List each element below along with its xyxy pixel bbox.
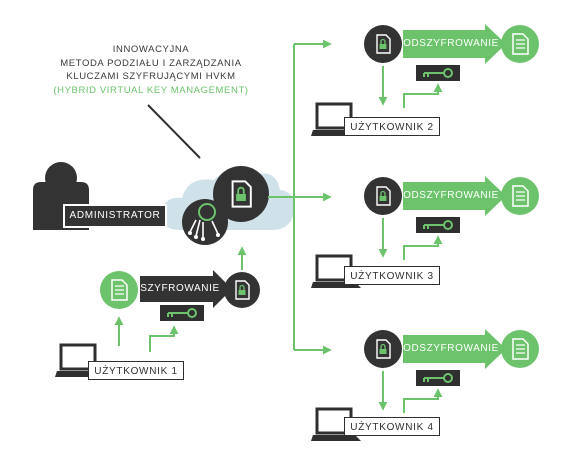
- encrypt-label: SZYFROWANIE: [140, 283, 220, 294]
- recipient-group-3: [309, 176, 539, 290]
- caption-line-3: KLUCZAMI SZYFRUJĄCYMI HVKM: [66, 71, 236, 82]
- diagram-caption: INNOWACYJNA METODA PODZIAŁU I ZARZĄDZANI…: [40, 43, 262, 97]
- cloud-lock-document: [213, 166, 269, 222]
- user-1-label: UŻYTKOWNIK 1: [88, 361, 184, 380]
- key-icon: [415, 216, 461, 234]
- key-ring-icon: [182, 199, 228, 245]
- arrow-user1-to-key: [149, 325, 179, 352]
- user-4-label: UŻYTKOWNIK 4: [344, 417, 440, 436]
- decrypt-label-2: ODSZYFROWANIE: [403, 38, 499, 49]
- sender-group: [53, 246, 260, 379]
- administrator-label: ADMINISTRATOR: [63, 204, 167, 228]
- caption-pointer-line: [147, 104, 201, 159]
- key-icon: [159, 304, 205, 322]
- decrypt-label-3: ODSZYFROWANIE: [403, 190, 499, 201]
- decrypt-label-4: ODSZYFROWANIE: [403, 343, 499, 354]
- user-2-label: UŻYTKOWNIK 2: [344, 117, 440, 136]
- decrypt-banner-arrow: [403, 176, 506, 216]
- user-3-label: UŻYTKOWNIK 3: [344, 266, 440, 285]
- key-icon: [415, 64, 461, 82]
- recipient-group-4: [309, 329, 539, 443]
- caption-line-2: METODA PODZIAŁU I ZARZĄDZANIA: [60, 57, 242, 69]
- decrypt-banner-arrow: [403, 329, 506, 369]
- caption-line-4: (HYBRID VIRTUAL KEY MANAGEMENT): [53, 84, 249, 96]
- decrypt-banner-arrow: [403, 24, 506, 64]
- key-icon: [415, 369, 461, 387]
- encrypt-banner-arrow: [140, 270, 232, 308]
- caption-line-1: INNOWACYJNA: [112, 44, 190, 55]
- recipient-group-2: [309, 24, 539, 138]
